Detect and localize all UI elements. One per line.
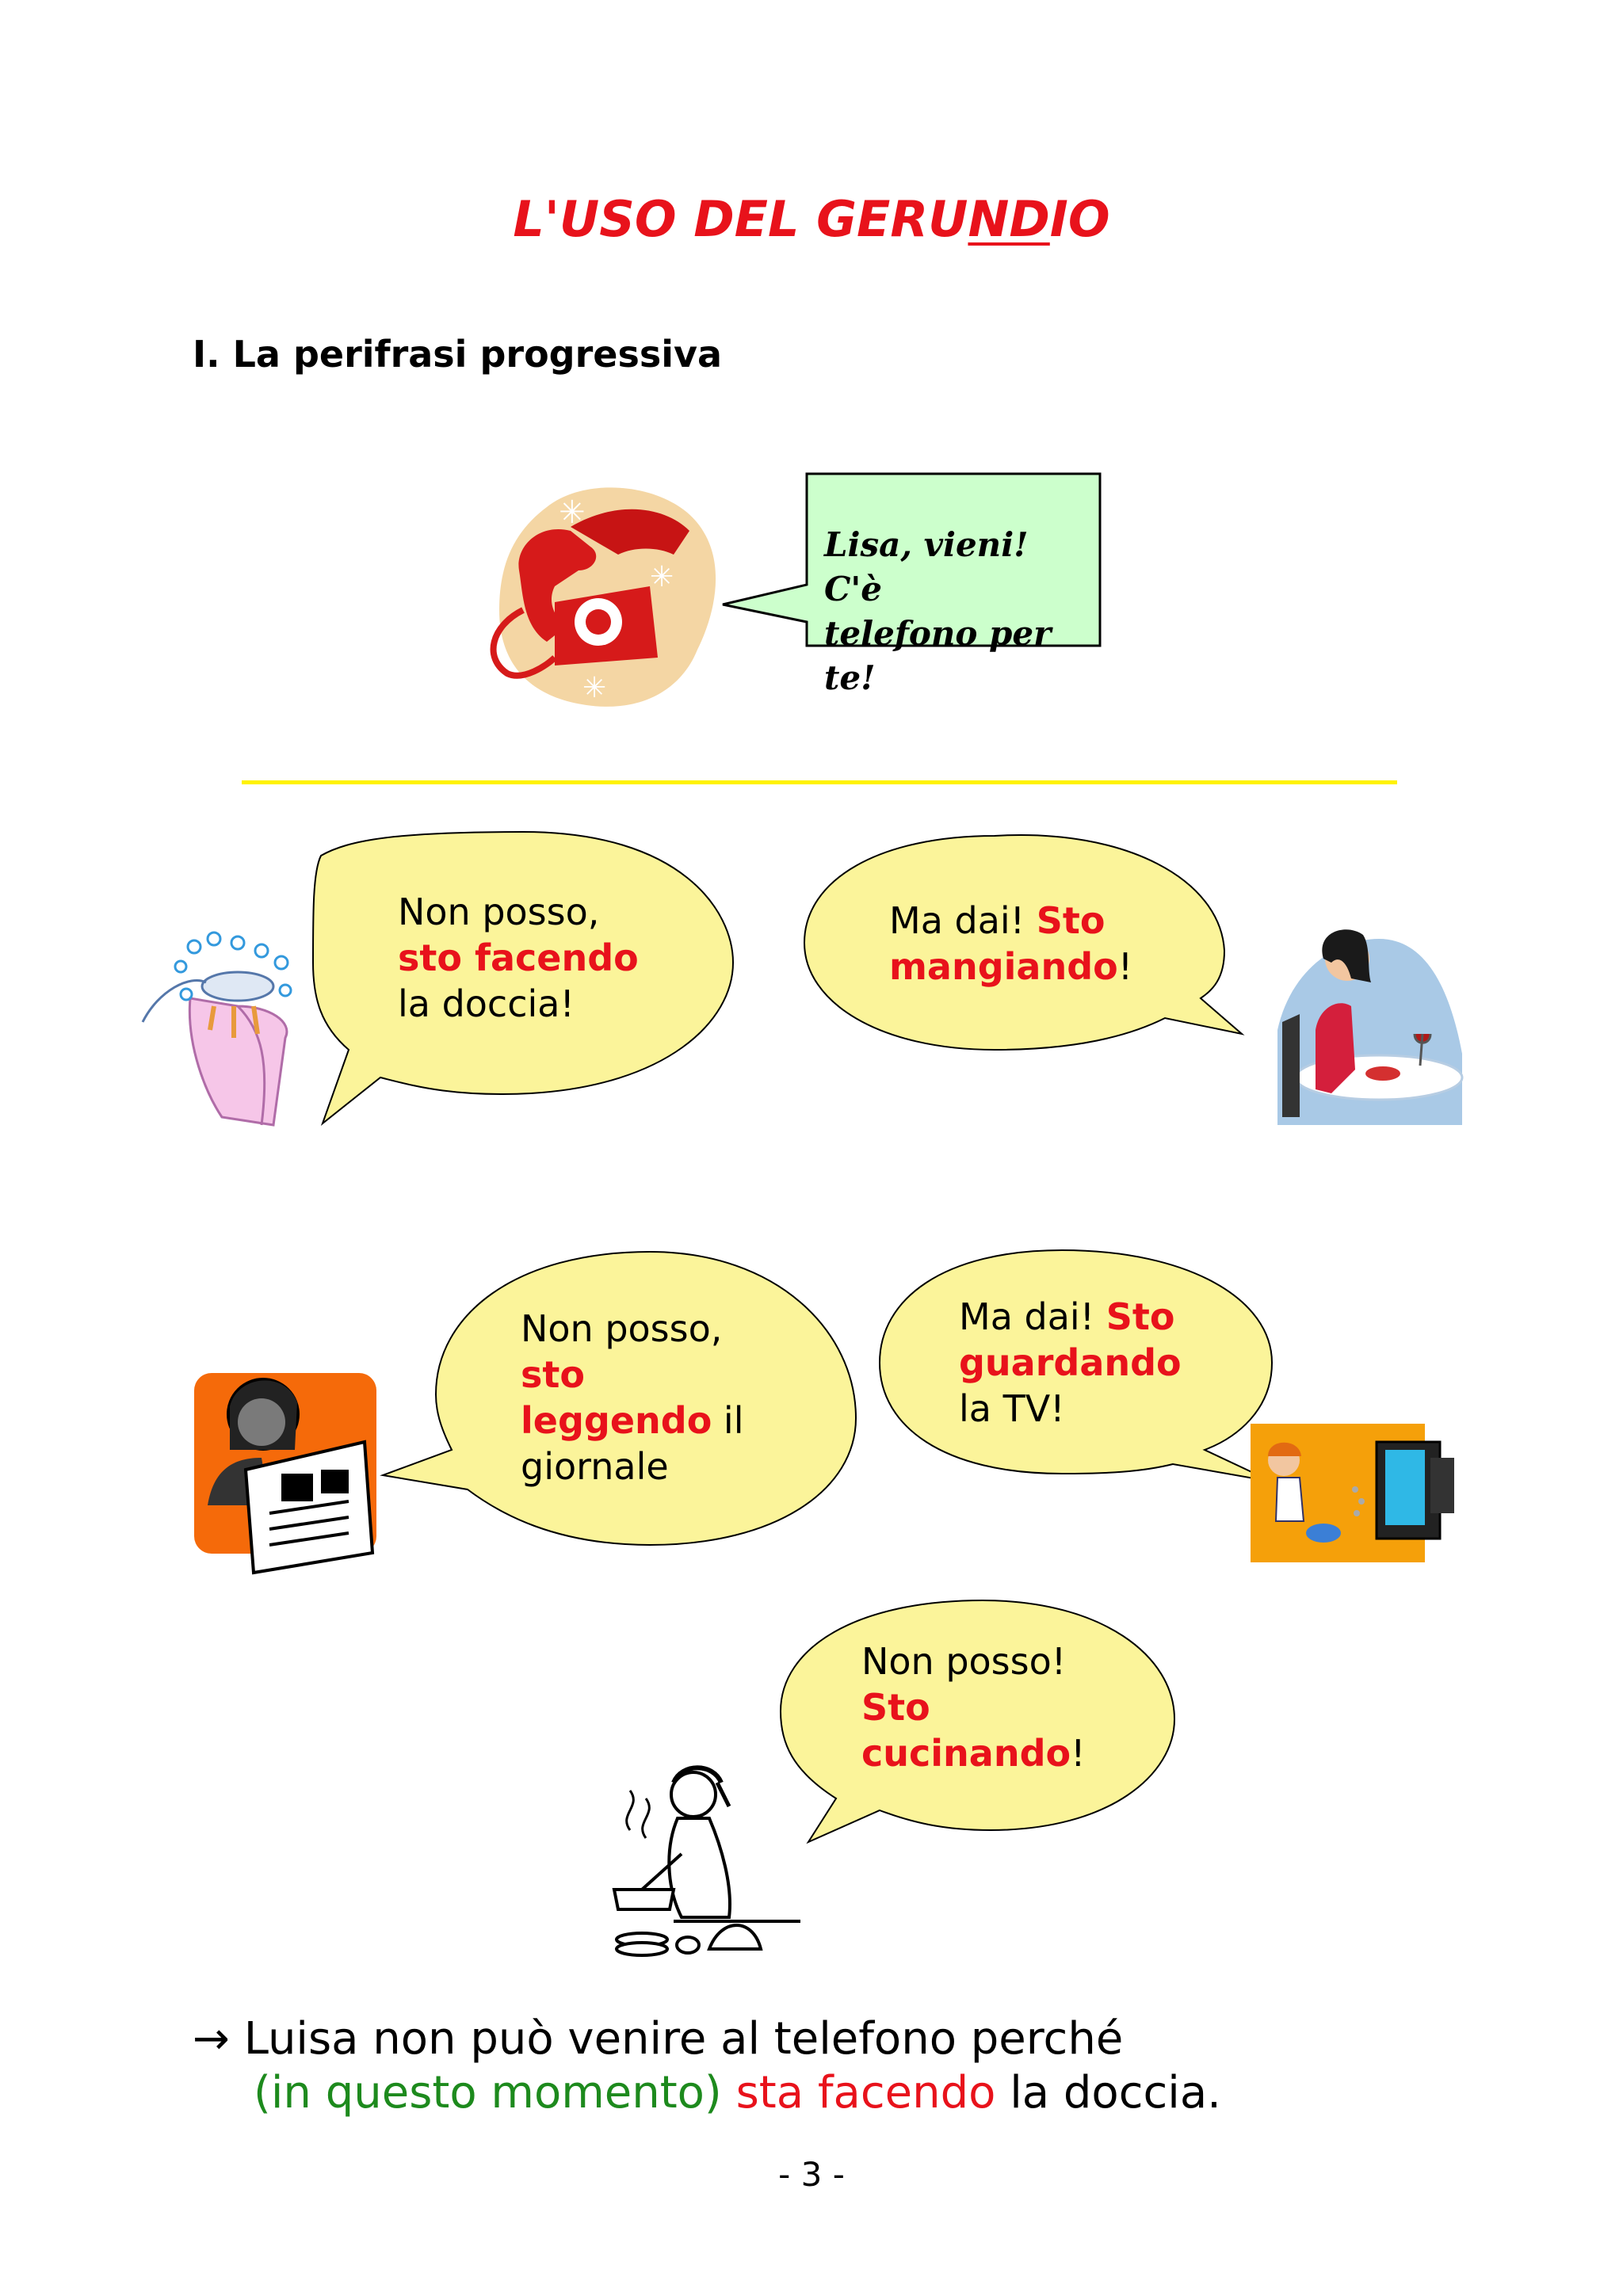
shower-icon <box>141 931 292 1127</box>
svg-text:✳: ✳ <box>559 494 586 531</box>
text-line: Luisa non può venire al telefono perché <box>229 2013 1124 2065</box>
text-line: la doccia! <box>398 982 575 1025</box>
phone-callout-text: Lisa, vieni! C'è telefono per te! <box>824 523 1086 700</box>
speech-bubble-tv <box>878 1249 1274 1482</box>
section-heading: I. La perifrasi progressiva <box>193 333 723 376</box>
text-prefix: Ma dai! <box>889 899 1037 942</box>
text-line: la TV! <box>959 1387 1065 1430</box>
text-suffix: la doccia. <box>995 2067 1221 2119</box>
speech-callout <box>722 472 1102 647</box>
speech-bubble-shower <box>311 830 735 1126</box>
highlighted-verb: mangiando <box>889 945 1118 988</box>
highlighted-verb: leggendo <box>521 1399 712 1442</box>
conclusion-line-2: (in questo momento) sta facendo la docci… <box>254 2066 1221 2120</box>
highlighted-verb: sto <box>521 1353 585 1396</box>
text-line: Non posso! <box>861 1640 1067 1683</box>
highlighted-verb: sto facendo <box>398 936 639 979</box>
highlighted-verb: Sto <box>1036 899 1106 942</box>
speech-bubble-reading <box>380 1250 857 1547</box>
speech-bubble-cooking <box>779 1599 1176 1844</box>
page-title: L'USO DEL GERUNDIO <box>513 190 1110 248</box>
text-suffix: ! <box>1117 945 1133 988</box>
text-line: Non posso, <box>398 891 600 933</box>
speech-bubble-eating <box>803 834 1245 1051</box>
conclusion-line-1: → Luisa non può venire al telefono perch… <box>193 2012 1123 2066</box>
bubble-text-tv: Ma dai! Sto guardando la TV! <box>959 1294 1182 1432</box>
child-watching-tv-icon <box>1251 1424 1454 1562</box>
highlighted-verb: Sto <box>861 1686 930 1729</box>
highlighted-verb: cucinando <box>861 1732 1071 1775</box>
bubble-text-eating: Ma dai! Sto mangiando! <box>889 898 1132 990</box>
woman-cooking-icon <box>612 1765 800 1957</box>
highlighted-verb: guardando <box>959 1341 1182 1384</box>
divider-line <box>242 780 1397 784</box>
callout-line-1: Lisa, vieni! C'è <box>824 525 1029 608</box>
highlighted-verb: Sto <box>1106 1295 1175 1338</box>
text-line: Non posso, <box>521 1307 723 1350</box>
person-reading-newspaper-icon <box>194 1373 376 1575</box>
bubble-text-cooking: Non posso! Sto cucinando! <box>861 1638 1086 1776</box>
text-line: giornale <box>521 1445 669 1488</box>
text-prefix: Ma dai! <box>959 1295 1106 1338</box>
page-number: - 3 - <box>778 2155 845 2194</box>
time-expression: (in questo momento) <box>254 2067 722 2119</box>
text-suffix: il <box>712 1399 744 1442</box>
arrow-right-icon: → <box>193 2013 230 2065</box>
svg-text:✳: ✳ <box>582 672 606 704</box>
bubble-text-reading: Non posso, sto leggendo il giornale <box>521 1306 744 1489</box>
telephone-icon: ✳ ✳ ✳ <box>490 487 716 707</box>
bubble-text-shower: Non posso, sto facendo la doccia! <box>398 889 639 1027</box>
text-suffix: ! <box>1071 1732 1086 1775</box>
callout-line-2: telefono per te! <box>824 614 1052 697</box>
progressive-verb: sta facendo <box>735 2067 996 2119</box>
woman-eating-icon <box>1277 929 1464 1125</box>
svg-text:✳: ✳ <box>650 561 674 593</box>
